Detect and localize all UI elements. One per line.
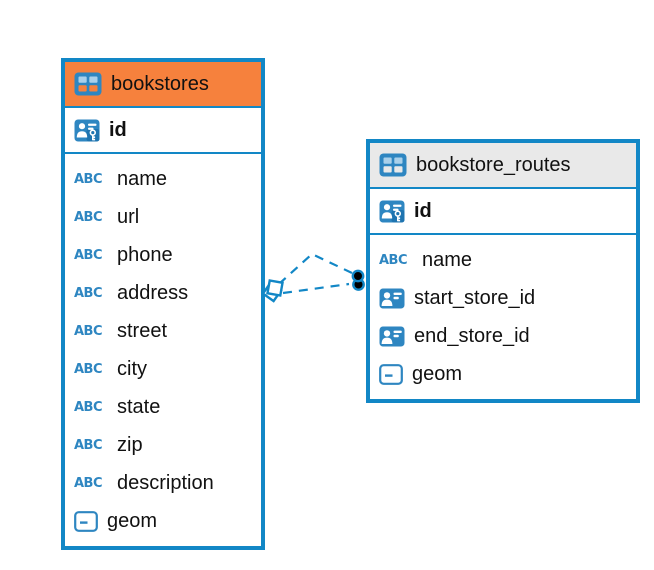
table-row-pk[interactable]: id [370, 189, 636, 235]
table-row[interactable]: ABC phone [65, 236, 261, 274]
table-header[interactable]: bookstores [65, 62, 261, 108]
table-row[interactable]: start_store_id [370, 279, 636, 317]
text-type-icon: ABC [74, 475, 103, 491]
table-row[interactable]: geom [65, 502, 261, 540]
geometry-type-icon [74, 510, 98, 532]
column-name: state [117, 396, 161, 418]
text-type-icon: ABC [74, 209, 103, 225]
entity-table-bookstore-routes[interactable]: bookstore_routes id ABC name [366, 139, 640, 403]
column-name: geom [107, 510, 158, 532]
table-row[interactable]: end_store_id [370, 317, 636, 355]
table-row-pk[interactable]: id [65, 108, 261, 154]
entity-table-bookstores[interactable]: bookstores id ABC name ABC url [61, 58, 265, 550]
column-name: geom [412, 363, 463, 385]
primary-key-icon [379, 200, 405, 223]
text-type-icon: ABC [379, 252, 408, 268]
column-name: name [117, 168, 168, 190]
text-type-icon: ABC [74, 285, 103, 301]
table-row[interactable]: ABC description [65, 464, 261, 502]
column-name: zip [117, 434, 143, 456]
column-name: description [117, 472, 214, 494]
table-header[interactable]: bookstore_routes [370, 143, 636, 189]
table-row[interactable]: ABC city [65, 350, 261, 388]
table-icon [74, 72, 102, 96]
table-title: bookstore_routes [416, 154, 571, 176]
column-name: name [422, 249, 473, 271]
reference-type-icon [379, 326, 405, 347]
relationship-dot-marker[interactable] [351, 269, 365, 291]
column-name: address [117, 282, 189, 304]
column-name: phone [117, 244, 173, 266]
column-name: id [414, 200, 432, 222]
table-row[interactable]: ABC address [65, 274, 261, 312]
column-name: end_store_id [414, 325, 530, 347]
table-title: bookstores [111, 73, 209, 95]
table-row[interactable]: ABC zip [65, 426, 261, 464]
text-type-icon: ABC [74, 437, 103, 453]
table-row[interactable]: ABC name [65, 160, 261, 198]
text-type-icon: ABC [74, 323, 103, 339]
geometry-type-icon [379, 363, 403, 385]
text-type-icon: ABC [74, 247, 103, 263]
text-type-icon: ABC [74, 361, 103, 377]
relationship-diamond-marker[interactable] [261, 279, 284, 303]
table-row[interactable]: geom [370, 355, 636, 393]
table-icon [379, 153, 407, 177]
table-row[interactable]: ABC url [65, 198, 261, 236]
column-name: url [117, 206, 140, 228]
reference-type-icon [379, 288, 405, 309]
text-type-icon: ABC [74, 399, 103, 415]
column-name: id [109, 119, 127, 141]
column-name: city [117, 358, 147, 380]
table-row[interactable]: ABC state [65, 388, 261, 426]
primary-key-icon [74, 119, 100, 142]
columns-section: ABC name start_store_id [370, 235, 636, 399]
column-name: street [117, 320, 168, 342]
table-row[interactable]: ABC street [65, 312, 261, 350]
table-row[interactable]: ABC name [370, 241, 636, 279]
column-name: start_store_id [414, 287, 536, 309]
text-type-icon: ABC [74, 171, 103, 187]
columns-section: ABC name ABC url ABC phone ABC address A… [65, 154, 261, 546]
relationship-line[interactable] [278, 252, 353, 295]
